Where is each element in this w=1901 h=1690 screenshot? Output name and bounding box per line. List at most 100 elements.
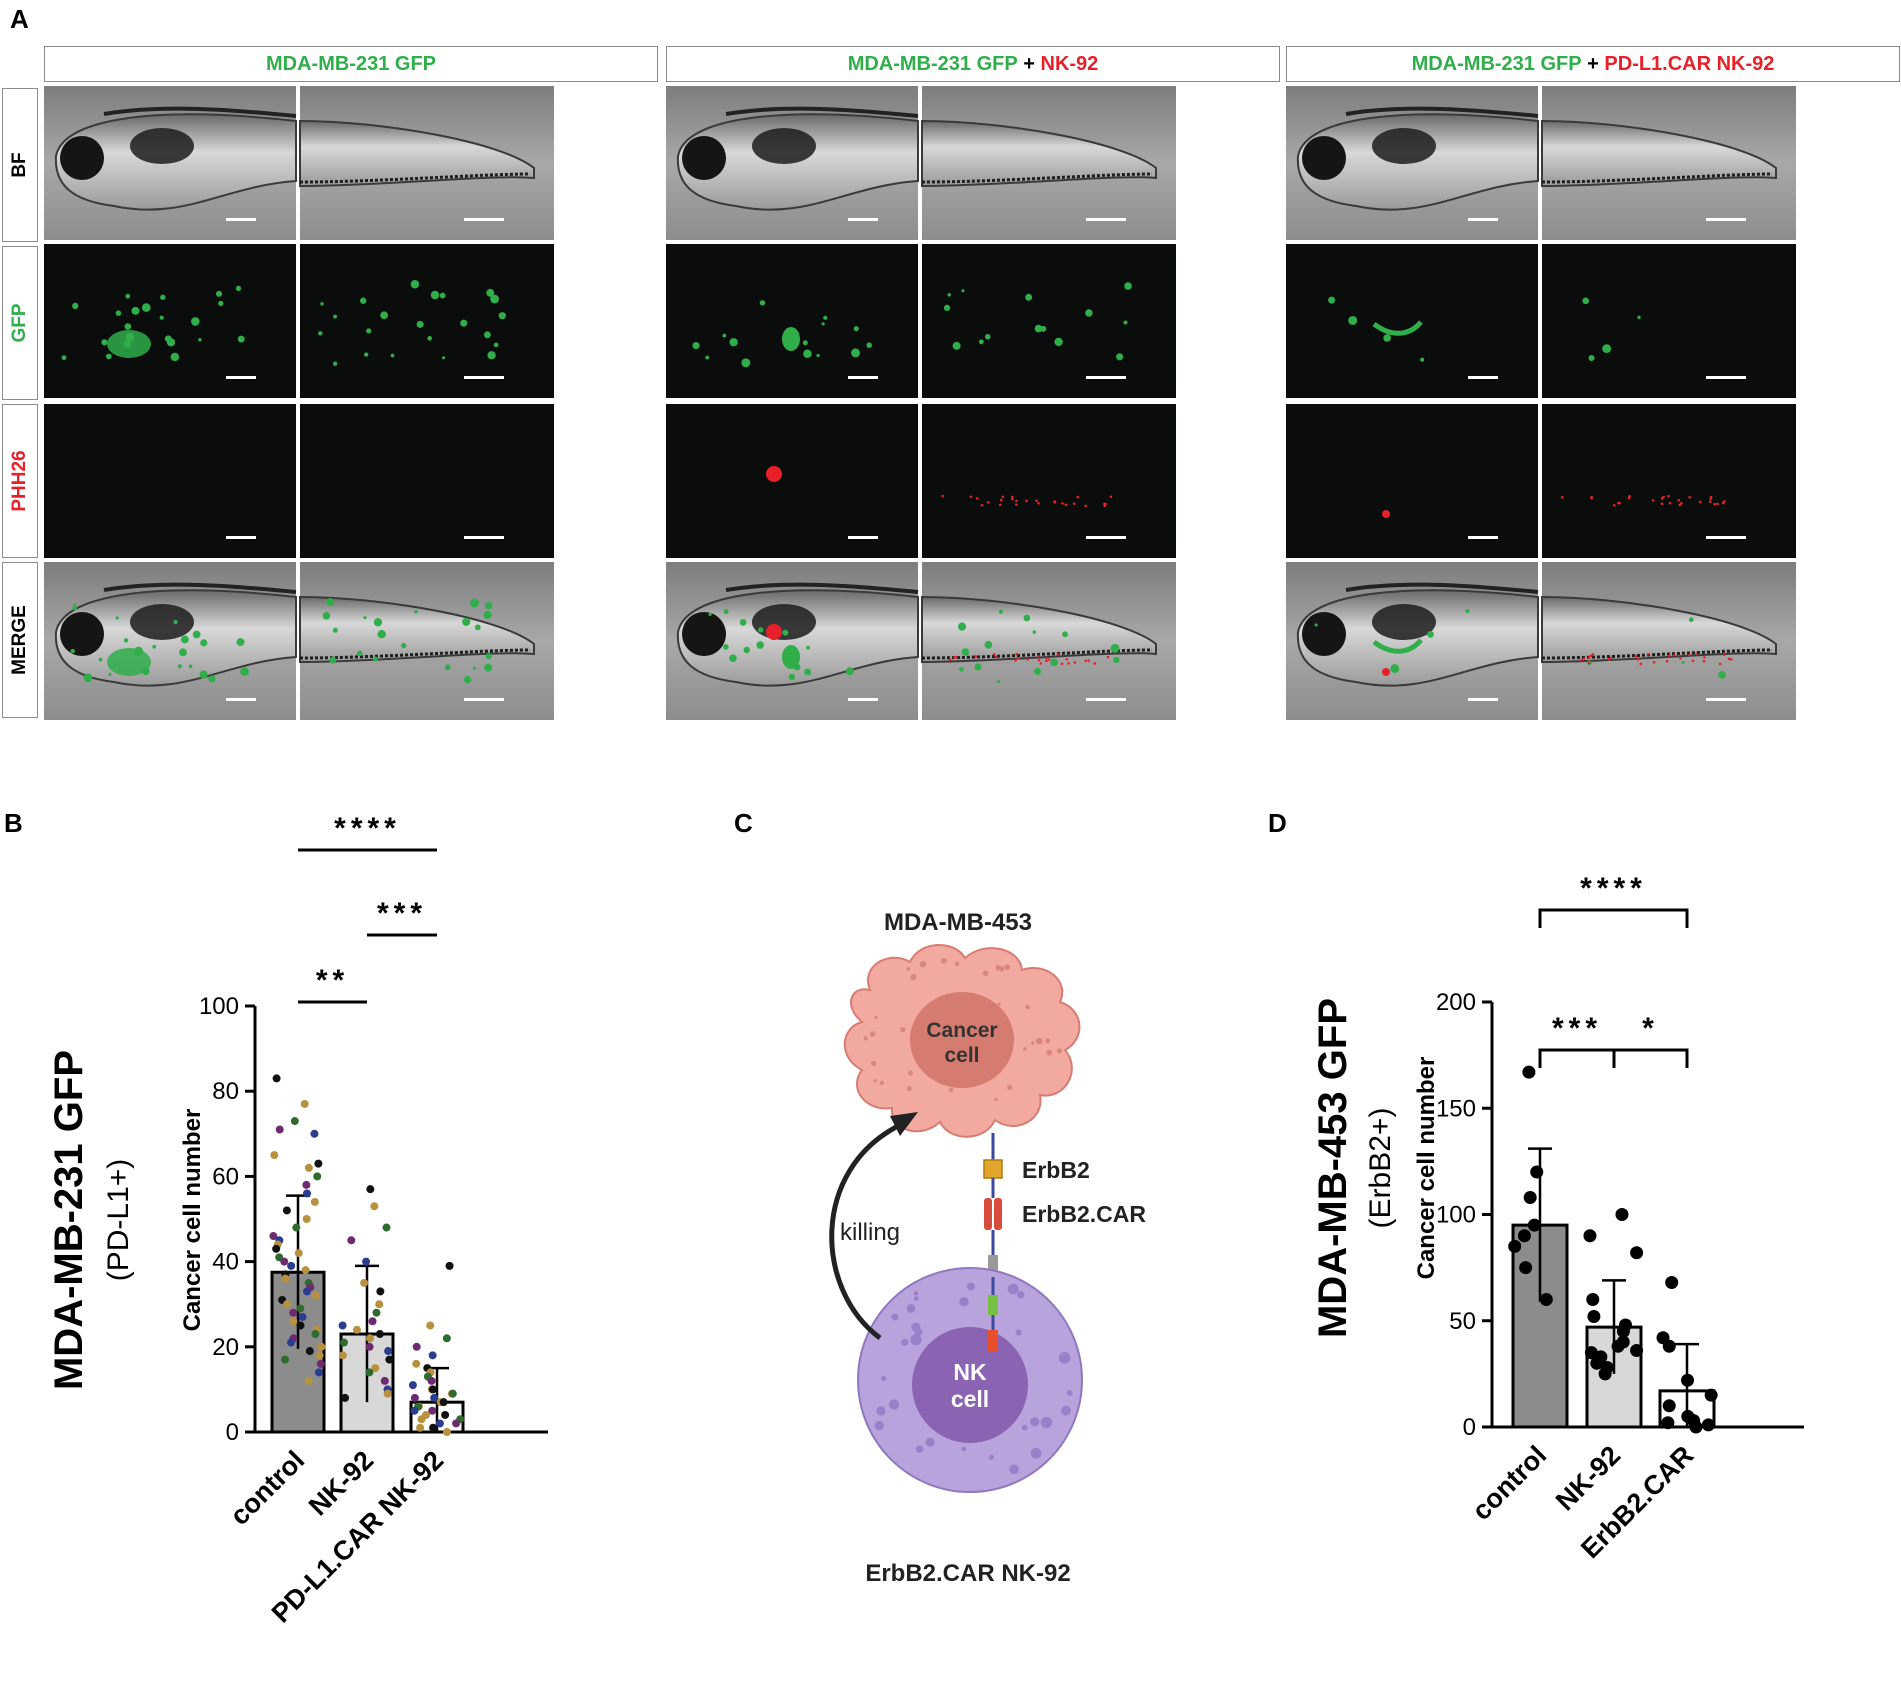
data-point (341, 1393, 350, 1402)
micrograph-tile (922, 404, 1176, 558)
data-point (428, 1406, 437, 1415)
chart-d-title: MDA-MB-453 GFP (1311, 998, 1355, 1338)
data-point (1701, 1418, 1715, 1432)
y-tick-label: 80 (212, 1078, 239, 1105)
micrograph-tile (666, 244, 918, 398)
cancer-nucleus-label-2: cell (944, 1044, 979, 1067)
data-point (448, 1389, 457, 1398)
micrograph-tile (1286, 562, 1539, 720)
data-point (313, 1172, 322, 1181)
micrograph-tile (666, 404, 918, 558)
data-point (380, 1376, 389, 1385)
y-tick-label: 50 (1449, 1308, 1476, 1335)
data-point (311, 1330, 320, 1339)
micrograph-tile (1286, 404, 1538, 558)
data-point (1539, 1293, 1553, 1306)
micrograph-tile (921, 562, 1176, 720)
car-signaling-domain (988, 1330, 998, 1352)
data-point (368, 1317, 377, 1326)
cancer-cell-nucleus (910, 992, 1014, 1088)
data-point (441, 1410, 450, 1419)
micrograph-grid (44, 86, 1796, 720)
data-point (376, 1287, 385, 1296)
micrograph-tile (1286, 244, 1538, 398)
data-point (416, 1423, 425, 1432)
car-costim-domain (988, 1295, 998, 1315)
car-domain-left (984, 1198, 992, 1230)
data-point (287, 1338, 296, 1347)
y-tick-label: 0 (226, 1419, 239, 1446)
header-plus: + (1581, 52, 1605, 75)
data-point (304, 1376, 313, 1385)
row-header-phh26: PHH26 (2, 404, 38, 558)
data-point (352, 1325, 361, 1334)
data-point (289, 1308, 298, 1317)
data-point (442, 1428, 451, 1436)
data-point (1704, 1388, 1718, 1402)
significance-stars: **** (1580, 872, 1647, 905)
data-point (302, 1215, 311, 1223)
chart-b-subtitle: (PD-L1+) (102, 1159, 135, 1282)
data-point (294, 1249, 303, 1258)
data-point (302, 1287, 311, 1296)
data-point (383, 1389, 392, 1398)
row-header-merge: MERGE (2, 562, 38, 718)
data-point (408, 1381, 417, 1390)
category-label: control (224, 1445, 310, 1531)
micrograph-tile (1541, 562, 1796, 720)
chart-d-ylabel: Cancer cell number (1413, 1057, 1440, 1280)
data-point (372, 1308, 381, 1317)
data-point (1662, 1399, 1676, 1413)
data-point (1616, 1324, 1630, 1338)
column-header-pdl1car: MDA-MB-231 GFP + PD-L1.CAR NK-92 (1286, 46, 1900, 82)
data-point (304, 1163, 313, 1172)
data-point (338, 1351, 347, 1360)
data-point (310, 1129, 319, 1138)
significance-stars: **** (334, 812, 401, 845)
erbb2-label: ErbB2 (1022, 1157, 1090, 1183)
data-point (1583, 1229, 1597, 1243)
car-domain-right (994, 1198, 1002, 1230)
header-red-text: PD-L1.CAR NK-92 (1604, 52, 1775, 75)
micrograph-tile (922, 244, 1176, 398)
y-tick-label: 150 (1436, 1095, 1476, 1122)
chart-panel-d: MDA-MB-453 GFP (ErbB2+) Cancer cell numb… (1311, 872, 1804, 1564)
category-label: control (1466, 1440, 1552, 1526)
data-point (1587, 1310, 1601, 1323)
data-point (289, 1317, 298, 1326)
data-point (1590, 1356, 1604, 1370)
data-point (275, 1125, 284, 1134)
micrograph-tile (1286, 86, 1539, 240)
significance-stars: ** (316, 964, 349, 997)
significance-stars: *** (377, 897, 427, 930)
diagram-panel-c: MDA-MB-453 Cancer cell ErbB2 ErbB2.CAR N… (829, 909, 1146, 1587)
data-point (283, 1300, 292, 1309)
column-header-gfp: MDA-MB-231 GFP (44, 46, 658, 82)
data-point (300, 1099, 309, 1108)
data-point (417, 1415, 426, 1424)
chart-panel-b: MDA-MB-231 GFP (PD-L1+) Cancer cell numb… (47, 812, 548, 1629)
data-point (290, 1117, 299, 1126)
data-point (384, 1347, 393, 1356)
killing-arrowhead (890, 1112, 918, 1136)
data-point (435, 1419, 444, 1428)
significance-bracket (1538, 1048, 1616, 1068)
data-point (314, 1368, 323, 1377)
data-point (365, 1342, 374, 1351)
micrograph-tile (1541, 86, 1796, 240)
data-point (360, 1278, 369, 1287)
data-point (412, 1342, 421, 1351)
header-green-text: MDA-MB-231 GFP (265, 52, 436, 75)
row-header-gfp: GFP (2, 246, 38, 400)
data-point (1662, 1339, 1676, 1353)
micrograph-tile (300, 404, 554, 558)
data-point (281, 1274, 290, 1283)
data-point (301, 1266, 310, 1275)
erbb2-receptor (983, 1159, 1003, 1179)
nk-nucleus-label-2: cell (951, 1386, 989, 1412)
y-tick-label: 0 (1463, 1414, 1476, 1441)
data-point (1661, 1416, 1675, 1430)
chart-b-ylabel: Cancer cell number (179, 1109, 206, 1332)
data-point (1523, 1191, 1537, 1204)
data-point (338, 1321, 347, 1330)
